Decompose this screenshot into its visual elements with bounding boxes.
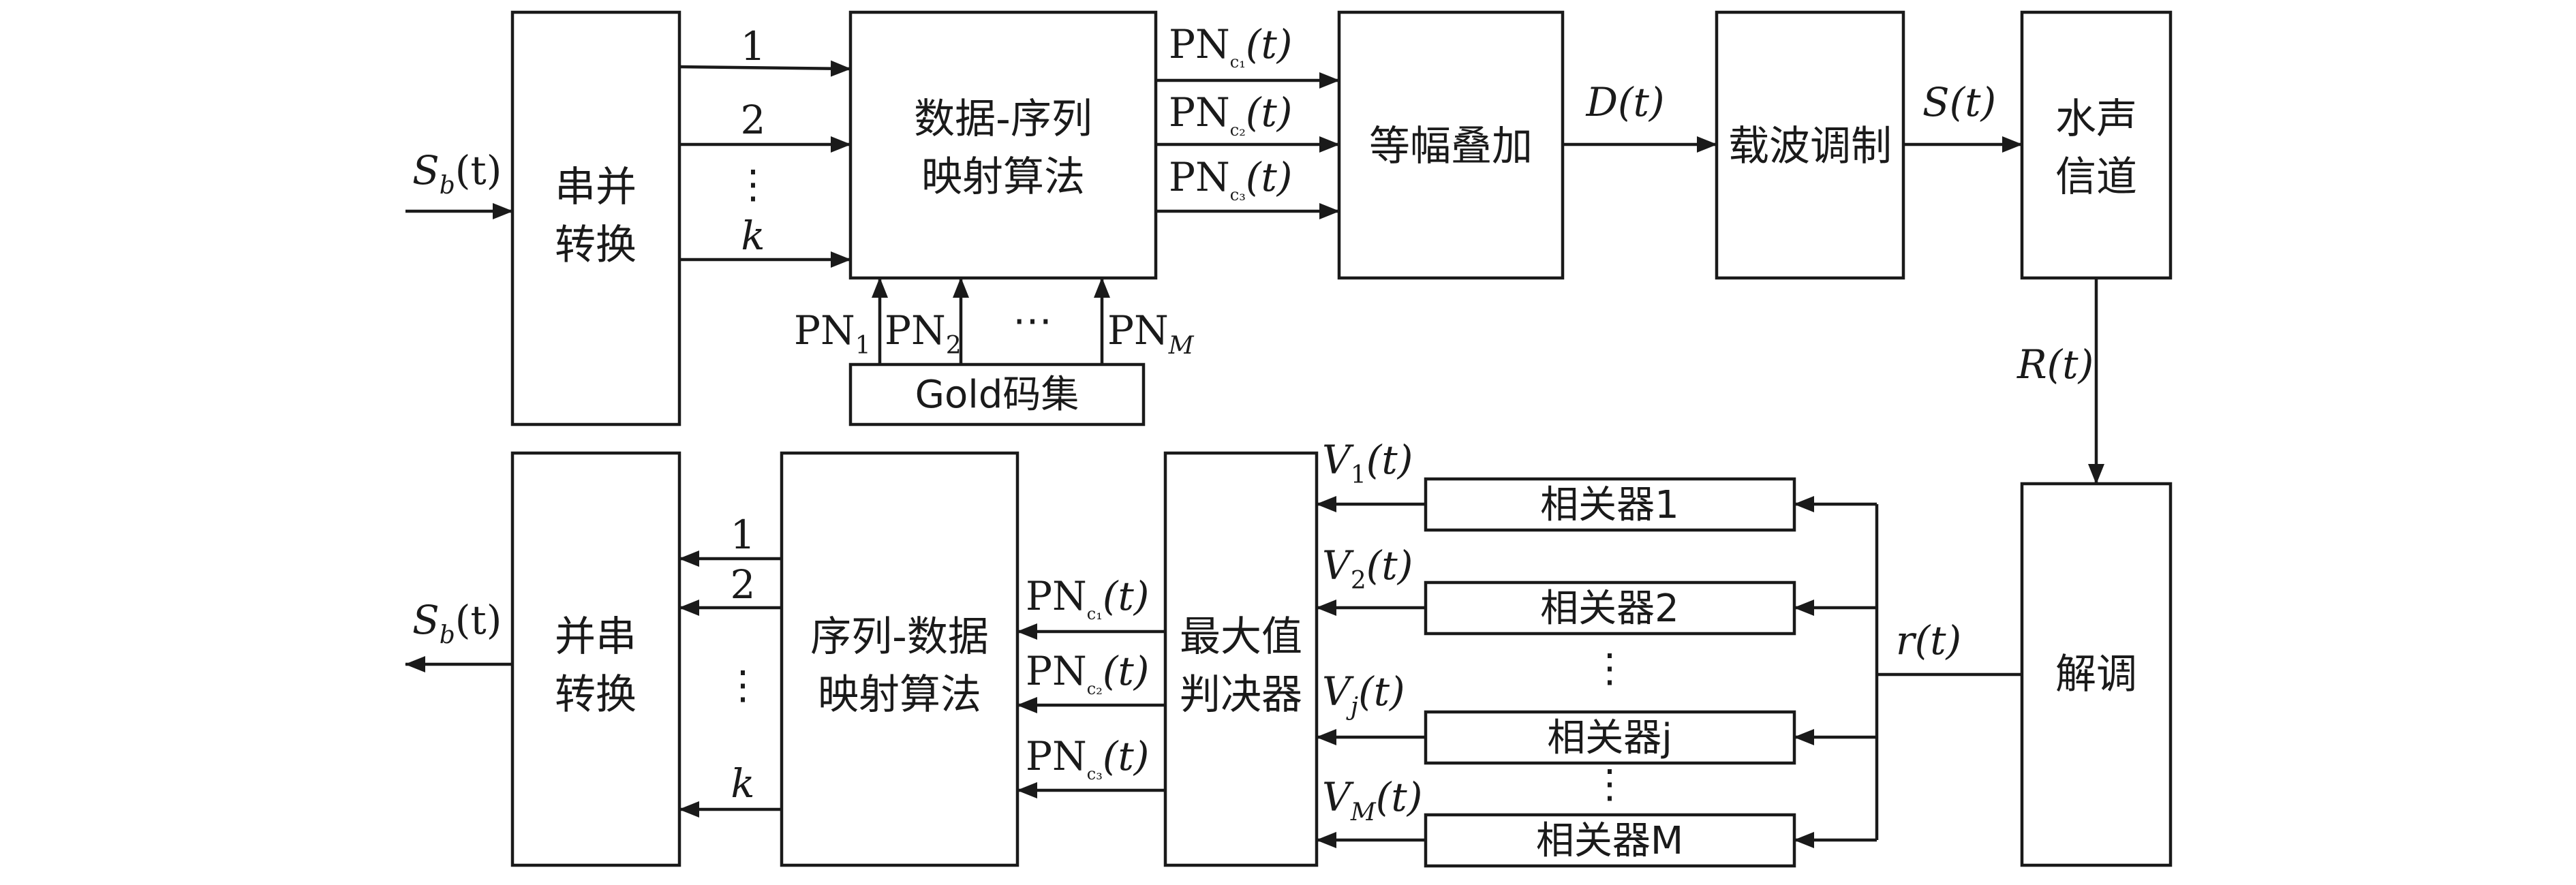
gold-set-label: Gold码集 xyxy=(915,373,1079,417)
gold-set-block xyxy=(848,362,1146,426)
demapping-block xyxy=(780,451,1019,867)
tx-pn-out-1-label: PNc₁(t) xyxy=(1169,21,1292,72)
r-signal-label: R(t) xyxy=(2017,341,2094,388)
vM-label: VM(t) xyxy=(1322,774,1422,826)
rx-output-label: Sb(t) xyxy=(412,597,502,649)
equal-amp-sum-block xyxy=(1337,10,1565,280)
correlator-1-label: 相关器1 xyxy=(1540,483,1679,527)
serial-parallel-label-2: 转换 xyxy=(555,221,637,269)
equal-amp-sum-label: 等幅叠加 xyxy=(1369,123,1533,170)
demapping-label-1: 序列-数据 xyxy=(810,613,989,661)
correlator-j xyxy=(1424,710,1796,765)
correlator-2 xyxy=(1424,580,1796,636)
tx-branch-2-label: 2 xyxy=(741,97,766,143)
pn2-label: PN2 xyxy=(885,307,962,360)
parallel-serial-label-2: 转换 xyxy=(555,671,637,719)
demapping-label-2: 映射算法 xyxy=(818,671,981,719)
serial-parallel-block xyxy=(510,10,681,426)
tx-branch-1-label: 1 xyxy=(741,23,766,69)
demod-block xyxy=(2020,482,2173,867)
max-decision-label-2: 判决器 xyxy=(1180,671,1302,719)
mapping-label-2: 映射算法 xyxy=(921,153,1085,201)
rx-branch-dots: ⋮ xyxy=(723,662,763,708)
correlator-M xyxy=(1424,813,1796,868)
carrier-mod-label: 载波调制 xyxy=(1728,123,1892,170)
max-decision-block xyxy=(1163,451,1319,867)
parallel-serial-block xyxy=(510,451,681,867)
rx-pn-2-label: PNc₂(t) xyxy=(1026,648,1149,698)
tx-pn-out-2-label: PNc₂(t) xyxy=(1169,89,1292,140)
channel-label-1: 水声 xyxy=(2055,95,2137,143)
tx-input-label: Sb(t) xyxy=(412,147,502,200)
tx-branch-k-label: k xyxy=(741,213,765,259)
serial-parallel-label-1: 串并 xyxy=(555,164,637,211)
corr-dots-2: ⋮ xyxy=(1590,760,1629,807)
mapping-block xyxy=(848,10,1158,280)
rx-pn-1-label: PNc₁(t) xyxy=(1026,573,1149,623)
tx-branch-dots: ⋮ xyxy=(733,161,773,207)
v2-label: V2(t) xyxy=(1322,542,1413,595)
d-signal-label: D(t) xyxy=(1585,79,1664,125)
corr-dots-1: ⋮ xyxy=(1590,645,1629,691)
pnM-label: PNM xyxy=(1107,307,1195,360)
max-decision-label-1: 最大值 xyxy=(1180,613,1302,661)
correlator-1 xyxy=(1424,477,1796,532)
channel-label-2: 信道 xyxy=(2055,153,2137,201)
parallel-serial-label-1: 并串 xyxy=(555,613,637,661)
pn-ellipsis: ⋯ xyxy=(1013,297,1052,343)
rx-branch-2-label: 2 xyxy=(731,561,756,608)
correlator-j-label: 相关器j xyxy=(1547,716,1672,760)
rx-pn-3-label: PNc₃(t) xyxy=(1026,733,1149,783)
correlator-M-label: 相关器M xyxy=(1536,819,1683,863)
channel-block xyxy=(2020,10,2173,280)
v1-label: V1(t) xyxy=(1322,437,1413,489)
correlator-2-label: 相关器2 xyxy=(1540,587,1679,631)
mapping-label-1: 数据-序列 xyxy=(914,95,1092,143)
demod-label: 解调 xyxy=(2055,651,2137,698)
s-signal-label: S(t) xyxy=(1922,79,1996,125)
vj-label: Vj(t) xyxy=(1322,668,1405,721)
pn1-label: PN1 xyxy=(794,307,871,360)
tx-branch-1-arrow xyxy=(679,60,851,77)
tx-pn-out-3-label: PNc₃(t) xyxy=(1169,154,1292,204)
rx-branch-1-label: 1 xyxy=(731,512,756,558)
r-small-label: r(t) xyxy=(1896,617,1961,664)
rx-branch-k-label: k xyxy=(731,760,754,807)
